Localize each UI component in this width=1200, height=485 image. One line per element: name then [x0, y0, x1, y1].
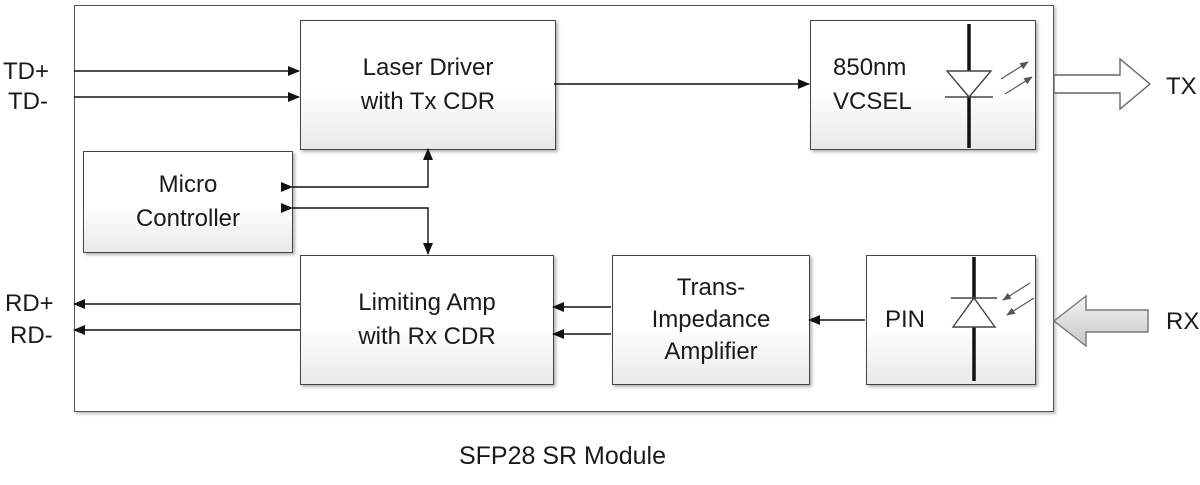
- port-label-td-plus: TD+: [3, 58, 50, 85]
- limiting-amp-label-line2: with Rx CDR: [358, 323, 496, 350]
- port-label-rd-plus: RD+: [5, 290, 54, 317]
- tia-block: Trans- Impedance Amplifier: [612, 255, 810, 385]
- micro-controller-block: Micro Controller: [83, 151, 293, 253]
- laser-driver-label-line2: with Tx CDR: [360, 88, 496, 115]
- vcsel-diode-icon: [945, 24, 1033, 148]
- tia-label-line1: Trans-: [676, 274, 746, 301]
- mcu-limamp-bus: [281, 203, 433, 255]
- tia-label-line2: Impedance: [651, 306, 771, 333]
- mcu-driver-bus: [281, 148, 433, 192]
- micro-controller-label-line1: Micro: [158, 171, 218, 198]
- pin-block: PIN: [866, 255, 1036, 385]
- tx-output-arrow: [1053, 57, 1152, 111]
- limiting-amp-block: Limiting Amp with Rx CDR: [300, 255, 554, 385]
- micro-controller-label-line2: Controller: [135, 205, 241, 232]
- laser-driver-block: Laser Driver with Tx CDR: [300, 20, 556, 150]
- laser-driver-label-line1: Laser Driver: [362, 54, 494, 81]
- pin-label: PIN: [885, 306, 926, 333]
- tia-label-line3: Amplifier: [664, 338, 758, 365]
- vcsel-block: 850nm VCSEL: [810, 20, 1036, 150]
- diagram-caption: SFP28 SR Module: [458, 442, 667, 470]
- pin-photodiode-icon: [951, 257, 1035, 381]
- port-label-rd-minus: RD-: [10, 322, 53, 349]
- rx-input-arrow: [1052, 294, 1149, 348]
- limiting-amp-label-line1: Limiting Amp: [358, 289, 496, 316]
- port-label-td-minus: TD-: [8, 88, 48, 115]
- port-label-tx: TX: [1166, 73, 1197, 100]
- vcsel-label-line2: VCSEL: [833, 88, 912, 115]
- port-label-rx: RX: [1166, 308, 1200, 335]
- vcsel-label-line1: 850nm: [833, 54, 907, 81]
